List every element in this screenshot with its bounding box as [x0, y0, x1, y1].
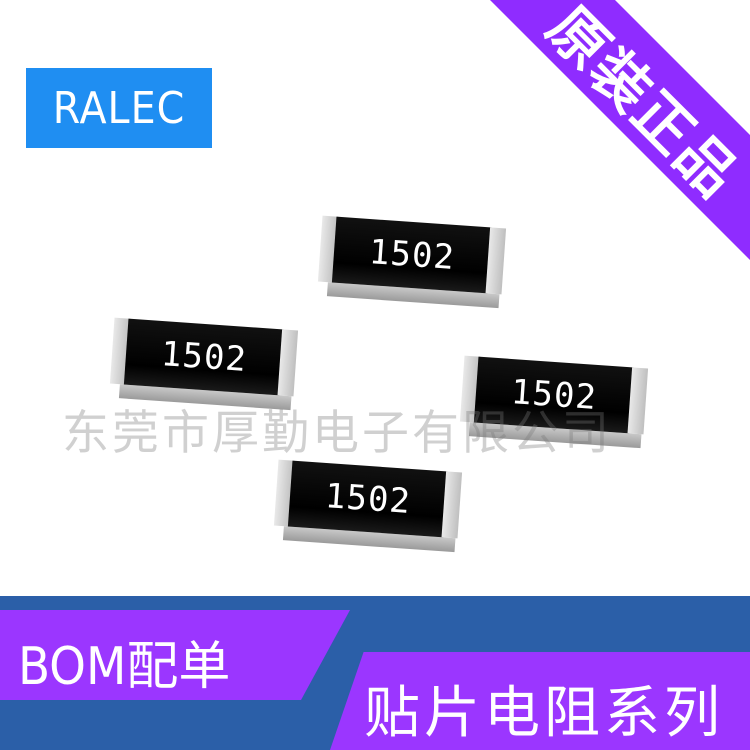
resistor-chip: 1502 — [109, 317, 299, 411]
resistor-chip: 1502 — [273, 459, 463, 553]
brand-label: RALEC — [52, 82, 186, 134]
bom-label: BOM配单 — [18, 637, 231, 697]
bom-panel: BOM配单 — [0, 610, 350, 700]
company-watermark: 东莞市厚勤电子有限公司 — [62, 406, 612, 461]
brand-badge: RALEC — [26, 68, 212, 148]
chip-code: 1502 — [367, 232, 457, 278]
chip-code: 1502 — [159, 334, 249, 380]
ribbon-text: 原装正品 — [534, 0, 750, 211]
series-panel: 贴片电阻系列 — [330, 652, 750, 750]
resistor-chip: 1502 — [317, 215, 507, 309]
chip-code: 1502 — [323, 476, 413, 522]
ribbon-band — [490, 0, 750, 260]
series-label: 贴片电阻系列 — [364, 681, 724, 746]
